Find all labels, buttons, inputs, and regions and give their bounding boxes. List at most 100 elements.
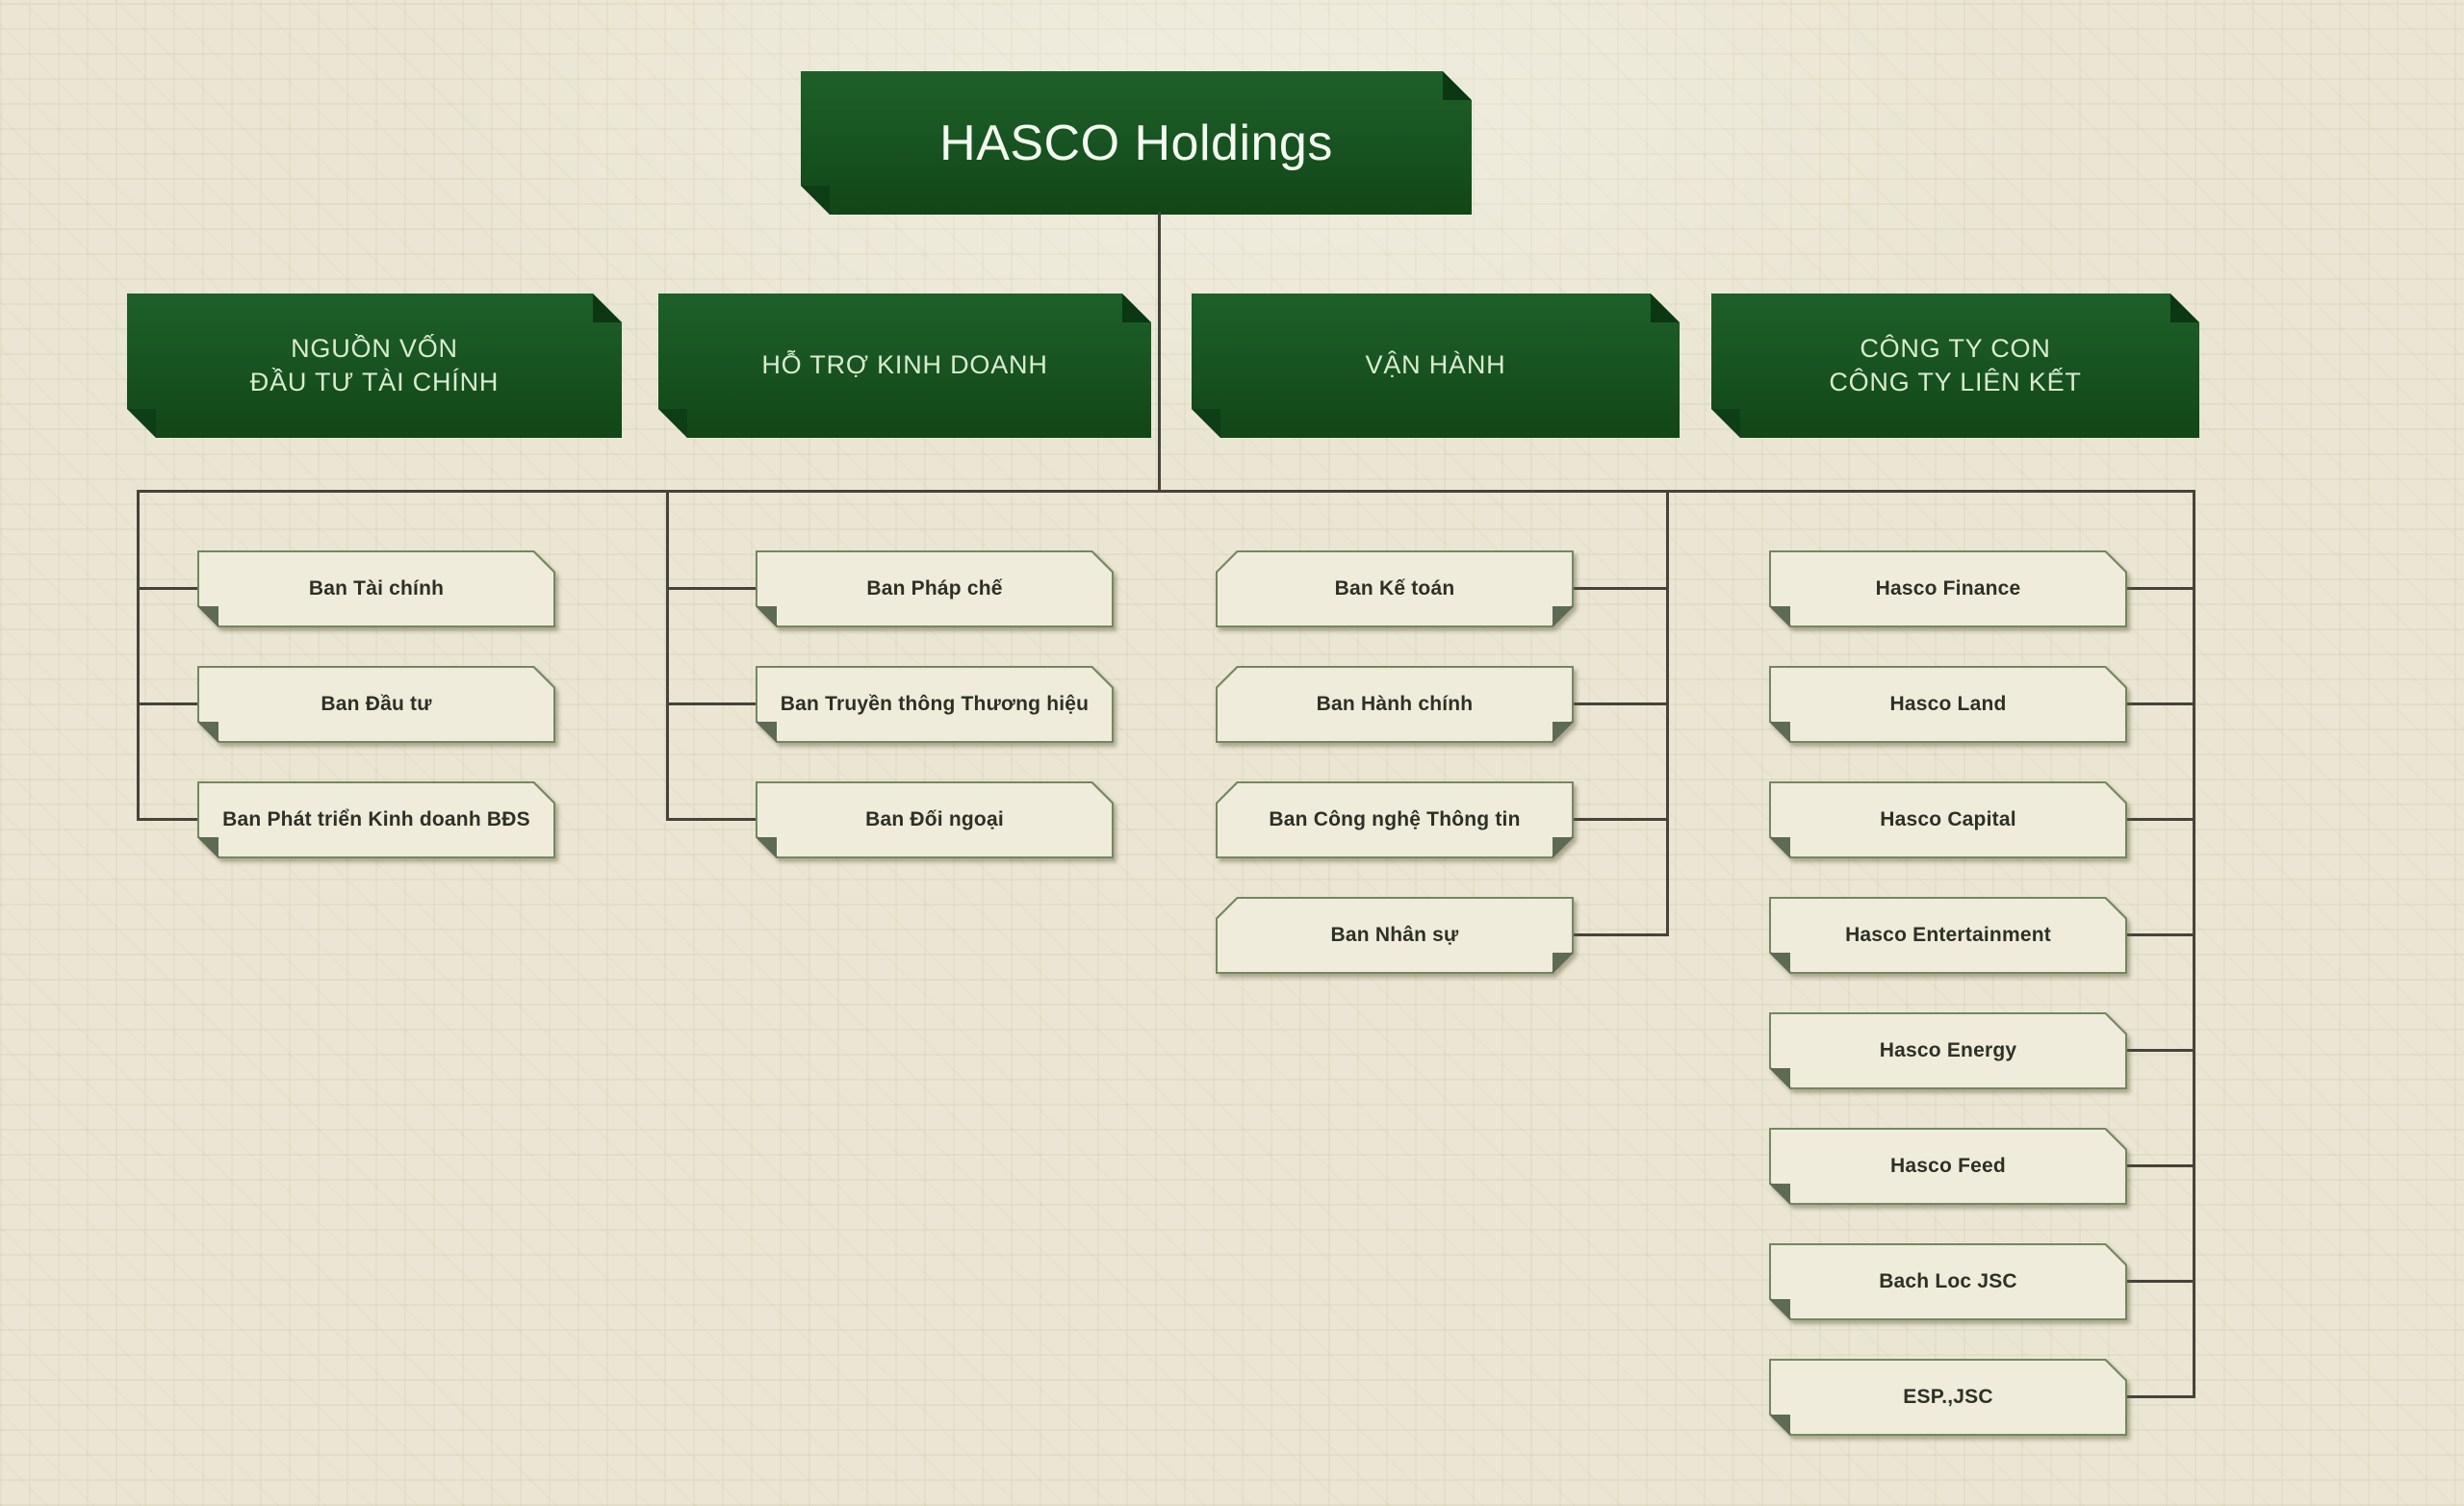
org-node: Bach Loc JSC	[1769, 1243, 2127, 1320]
connector-stub	[2127, 702, 2195, 705]
org-node: Hasco Feed	[1769, 1128, 2127, 1205]
org-node: Ban Tài chính	[197, 550, 555, 627]
connector-spine-col2	[666, 490, 669, 821]
connector-stub	[666, 702, 756, 705]
corner-fold-icon	[1769, 837, 1790, 858]
corner-fold-icon	[1553, 953, 1574, 974]
corner-fold-icon	[197, 837, 218, 858]
node-label: Hasco Land	[1889, 693, 2007, 715]
node-label: Bach Loc JSC	[1879, 1270, 2017, 1292]
corner-fold-icon	[1769, 606, 1790, 627]
node-face: Hasco Energy	[1771, 1014, 2125, 1087]
org-node: Hasco Land	[1769, 666, 2127, 743]
connector-main-rail	[137, 490, 2195, 493]
node-label: Ban Hành chính	[1316, 693, 1474, 715]
node-label: Ban Nhân sự	[1330, 924, 1459, 946]
division-header-business-support: HỖ TRỢ KINH DOANH	[658, 294, 1151, 438]
root-node: HASCO Holdings	[801, 71, 1472, 215]
connector-stub	[137, 818, 197, 821]
corner-fold-icon	[801, 186, 830, 215]
connector-stub	[666, 818, 756, 821]
node-label: Hasco Entertainment	[1845, 924, 2051, 946]
node-face: Ban Kế toán	[1218, 552, 1572, 625]
root-node-label: HASCO Holdings	[939, 115, 1333, 171]
connector-stub	[2127, 1280, 2195, 1283]
org-node: Ban Hành chính	[1216, 666, 1574, 743]
connector-stub	[2127, 1049, 2195, 1052]
connector-root-drop	[1158, 212, 1161, 493]
corner-fold-icon	[1769, 1415, 1790, 1436]
node-face: Ban Đối ngoại	[757, 783, 1112, 856]
corner-fold-icon	[2170, 294, 2199, 322]
org-node: Ban Phát triển Kinh doanh BĐS	[197, 781, 555, 858]
corner-fold-icon	[197, 606, 218, 627]
org-node: Ban Nhân sự	[1216, 897, 1574, 974]
node-face: Ban Nhân sự	[1218, 899, 1572, 972]
org-node: ESP.,JSC	[1769, 1359, 2127, 1436]
corner-fold-icon	[1769, 1184, 1790, 1205]
node-face: Ban Công nghệ Thông tin	[1218, 783, 1572, 856]
org-node: Hasco Finance	[1769, 550, 2127, 627]
corner-fold-icon	[1769, 722, 1790, 743]
corner-fold-icon	[1711, 409, 1740, 438]
node-face: Hasco Entertainment	[1771, 899, 2125, 972]
node-label: ESP.,JSC	[1903, 1386, 1993, 1408]
org-node: Ban Đối ngoại	[756, 781, 1114, 858]
corner-fold-icon	[1553, 606, 1574, 627]
node-label: Ban Phát triển Kinh doanh BĐS	[222, 808, 530, 830]
corner-fold-icon	[1769, 1068, 1790, 1089]
node-face: Ban Đầu tư	[199, 668, 553, 741]
node-label: Ban Đối ngoại	[865, 808, 1004, 830]
division-label: HỖ TRỢ KINH DOANH	[761, 350, 1048, 380]
connector-stub	[2127, 933, 2195, 936]
connector-stub	[666, 587, 756, 590]
connector-spine-col4	[2193, 490, 2195, 1398]
org-node: Ban Truyền thông Thương hiệu	[756, 666, 1114, 743]
corner-fold-icon	[756, 722, 777, 743]
connector-stub	[2127, 1395, 2195, 1398]
corner-fold-icon	[1769, 1299, 1790, 1320]
node-face: Bach Loc JSC	[1771, 1245, 2125, 1318]
org-node: Hasco Entertainment	[1769, 897, 2127, 974]
division-header-subsidiaries: CÔNG TY CON CÔNG TY LIÊN KẾT	[1711, 294, 2199, 438]
node-face: Ban Hành chính	[1218, 668, 1572, 741]
connector-stub	[2127, 818, 2195, 821]
division-label: NGUỒN VỐN ĐẦU TƯ TÀI CHÍNH	[249, 333, 500, 396]
division-header-finance-capital: NGUỒN VỐN ĐẦU TƯ TÀI CHÍNH	[127, 294, 622, 438]
corner-fold-icon	[1192, 409, 1220, 438]
corner-fold-icon	[1553, 722, 1574, 743]
node-face: Hasco Land	[1771, 668, 2125, 741]
node-face: Hasco Finance	[1771, 552, 2125, 625]
node-label: Ban Công nghệ Thông tin	[1269, 808, 1521, 830]
division-label: VẬN HÀNH	[1365, 350, 1506, 380]
connector-stub	[1574, 587, 1669, 590]
org-node: Ban Công nghệ Thông tin	[1216, 781, 1574, 858]
connector-stub	[137, 587, 197, 590]
node-face: Hasco Capital	[1771, 783, 2125, 856]
org-node: Hasco Energy	[1769, 1012, 2127, 1089]
connector-stub	[2127, 587, 2195, 590]
corner-fold-icon	[756, 606, 777, 627]
org-node: Ban Đầu tư	[197, 666, 555, 743]
org-node: Hasco Capital	[1769, 781, 2127, 858]
org-node: Ban Pháp chế	[756, 550, 1114, 627]
division-header-operations: VẬN HÀNH	[1192, 294, 1680, 438]
connector-stub	[137, 702, 197, 705]
node-label: Ban Kế toán	[1334, 577, 1455, 600]
node-label: Hasco Finance	[1875, 577, 2021, 600]
node-face: Ban Phát triển Kinh doanh BĐS	[199, 783, 553, 856]
node-label: Ban Tài chính	[308, 577, 445, 600]
corner-fold-icon	[593, 294, 622, 322]
node-face: ESP.,JSC	[1771, 1361, 2125, 1434]
connector-stub	[2127, 1164, 2195, 1167]
corner-fold-icon	[658, 409, 687, 438]
connector-spine-col3	[1666, 490, 1669, 936]
connector-stub	[1574, 702, 1669, 705]
corner-fold-icon	[1553, 837, 1574, 858]
corner-fold-icon	[756, 837, 777, 858]
node-label: Ban Pháp chế	[866, 577, 1003, 600]
corner-fold-icon	[197, 722, 218, 743]
node-face: Ban Pháp chế	[757, 552, 1112, 625]
org-node: Ban Kế toán	[1216, 550, 1574, 627]
